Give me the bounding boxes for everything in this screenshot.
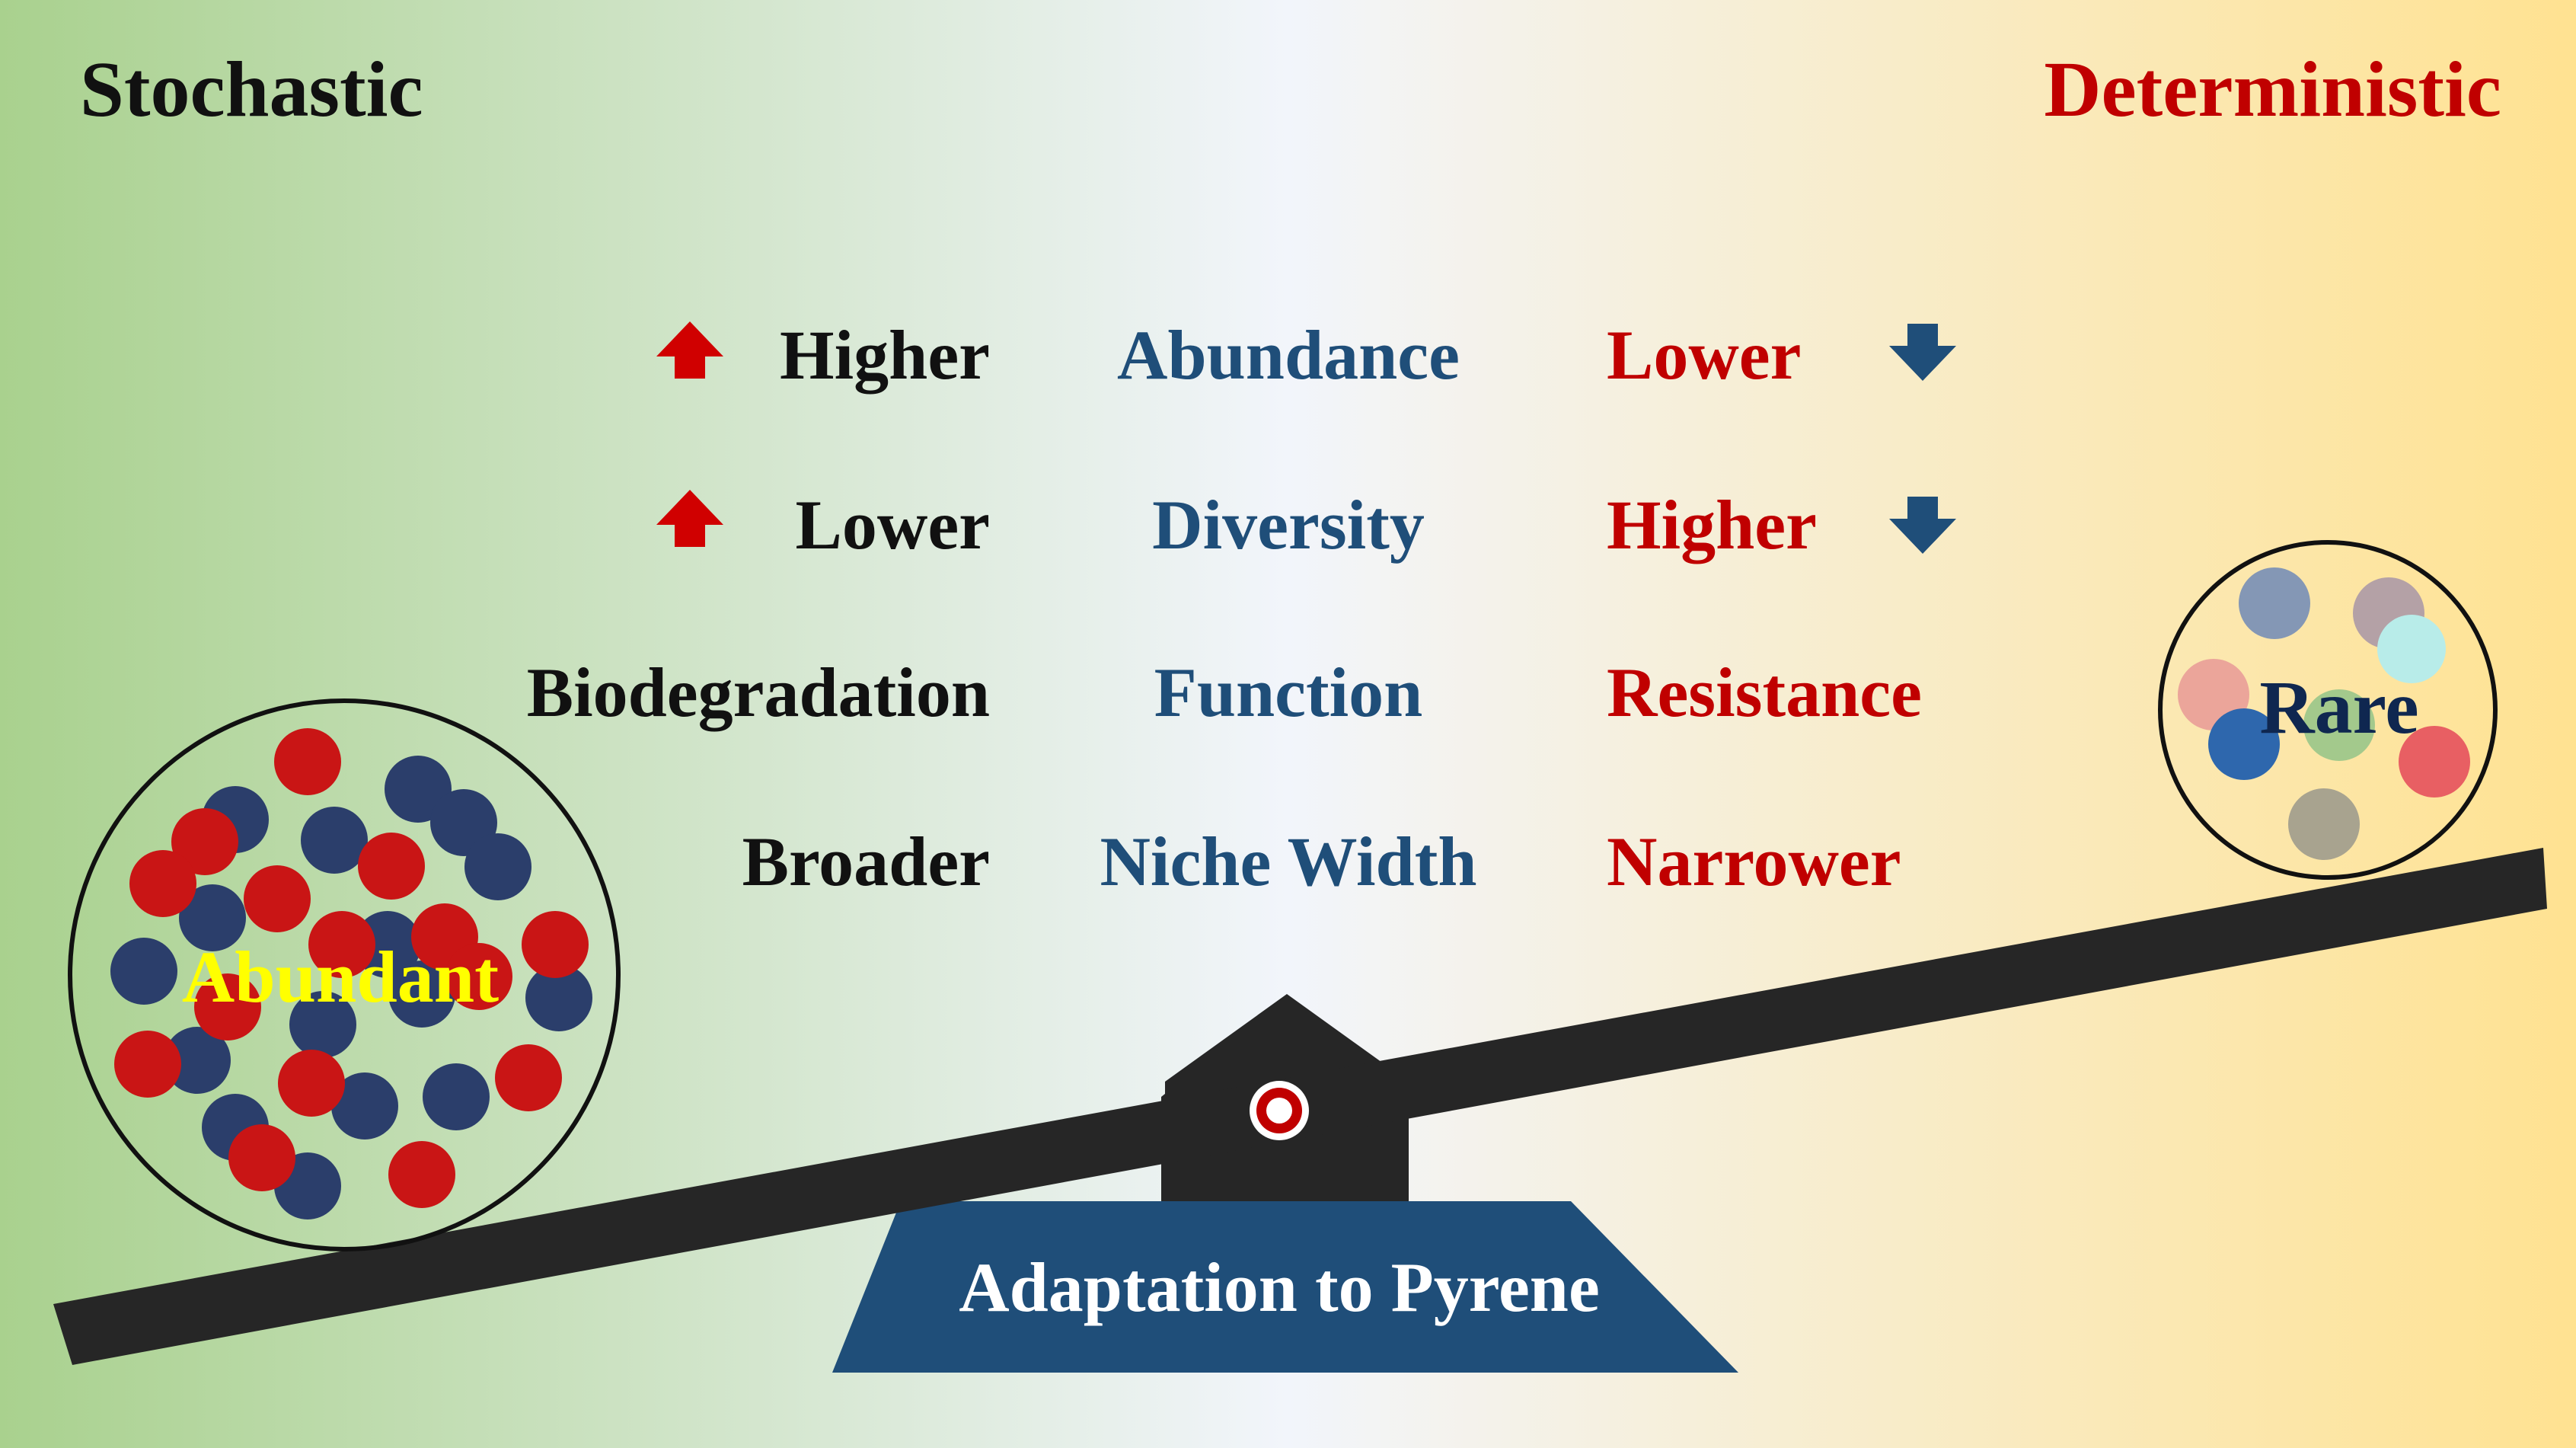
deterministic-label: Deterministic [2044,46,2501,133]
row-1-right-arrow [1889,324,1956,381]
abundant-dots [110,728,592,1219]
rare-group: Rare [2158,540,2498,880]
rare-boundary [2158,540,2498,880]
taxon-dot [2399,726,2470,798]
taxon-dot [388,961,455,1028]
row-4-middle: Niche Width [1100,823,1476,900]
taxon-dot [423,1063,490,1130]
fulcrum-base [832,1201,1738,1373]
taxon-dot [129,850,196,917]
taxon-dot [2208,708,2280,780]
taxon-dot [331,1072,398,1140]
taxon-dot [171,808,238,875]
abundant-group: Abundant [68,698,621,1251]
taxon-dot [244,865,311,932]
taxon-dot [308,911,375,978]
row-2-right: Higher [1607,486,1817,564]
fulcrum: Adaptation to Pyrene [832,994,1738,1373]
taxon-dot [388,1141,455,1208]
row-3-middle: Function [1154,654,1423,731]
taxon-dot [194,973,261,1040]
row-2-right-arrow [1889,497,1956,554]
taxon-dot [522,911,589,978]
taxon-dot [278,1050,345,1117]
taxon-dot [164,1027,231,1094]
taxon-dot [2377,615,2446,683]
taxon-dot [179,884,246,951]
rare-dots [2178,567,2470,860]
up-arrow-icon [656,490,723,547]
row-1-left: Higher [780,316,990,394]
row-1-middle: Abundance [1117,316,1460,394]
row-2-left: Lower [796,486,990,564]
taxon-dot [445,943,512,1010]
taxon-dot [301,807,368,874]
row-4-right: Narrower [1607,823,1901,900]
comparison-table: Higher Abundance Lower Lower Diversity H… [527,316,1922,900]
row-1-left-arrow [656,321,723,379]
row-1-right: Lower [1607,316,1801,394]
base-label: Adaptation to Pyrene [959,1248,1600,1326]
up-arrow-icon [656,321,723,379]
row-3-right: Resistance [1607,654,1922,731]
taxon-dot [114,1031,181,1098]
abundant-boundary [68,698,621,1251]
taxon-dot [2288,788,2360,860]
row-3-left: Biodegradation [527,654,990,731]
taxon-dot [2303,689,2375,761]
down-arrow-icon [1889,497,1956,554]
taxon-dot [2239,567,2310,639]
row-4-left: Broader [742,823,990,900]
taxon-dot [110,938,177,1005]
row-2-left-arrow [656,490,723,547]
taxon-dot [228,1124,295,1191]
taxon-dot [289,991,356,1058]
taxon-dot [274,728,341,795]
taxon-dot [464,833,531,900]
taxon-dot [358,833,425,900]
abundant-label: Abundant [182,936,499,1018]
taxon-dot [525,964,592,1031]
row-2-middle: Diversity [1152,486,1425,564]
pivot-center [1266,1098,1292,1124]
stochastic-label: Stochastic [80,46,423,133]
down-arrow-icon [1889,324,1956,381]
rare-label: Rare [2259,665,2418,750]
taxon-dot [495,1044,562,1111]
